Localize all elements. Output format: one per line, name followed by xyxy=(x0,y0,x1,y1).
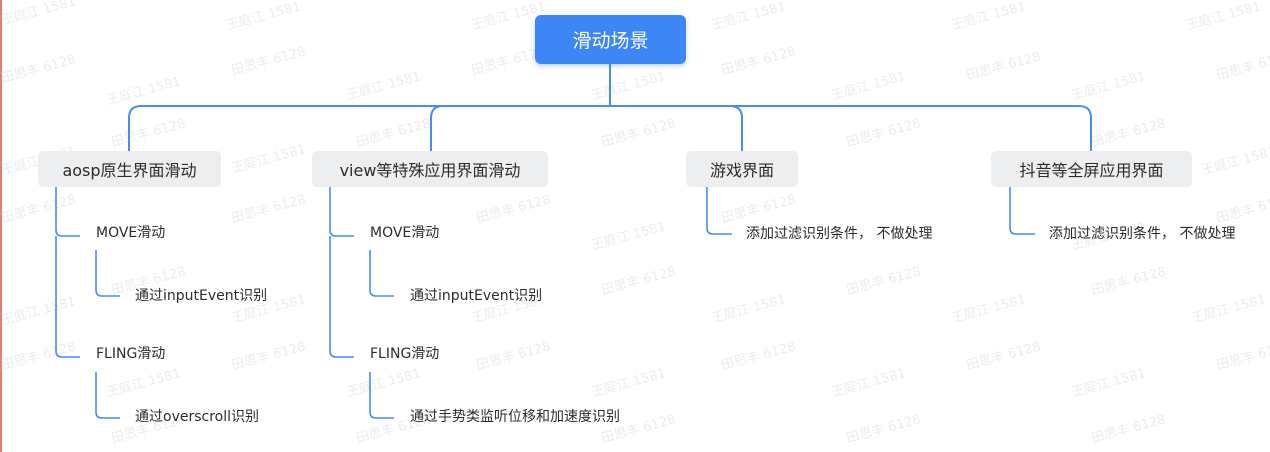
grandchild-connector xyxy=(95,372,120,419)
branch-label: view等特殊应用界面滑动 xyxy=(339,161,521,180)
child-connector xyxy=(329,236,354,358)
grandchild-node[interactable]: 通过inputEvent识别 xyxy=(135,288,268,304)
grandchild-connector xyxy=(95,250,120,297)
grandchild-node[interactable]: 通过手势类监听位移和加速度识别 xyxy=(410,409,620,425)
root-node[interactable]: 滑动场景 xyxy=(535,15,686,64)
grandchild-connector xyxy=(369,250,394,297)
branch-node-aosp[interactable]: aosp原生界面滑动 xyxy=(38,151,221,187)
child-connector xyxy=(55,187,80,237)
left-edge-line xyxy=(0,0,2,452)
child-node-move[interactable]: MOVE滑动 xyxy=(96,225,166,241)
child-node-move[interactable]: MOVE滑动 xyxy=(370,225,440,241)
child-connector xyxy=(55,236,80,358)
branch-connector xyxy=(729,105,743,151)
grandchild-node[interactable]: 通过inputEvent识别 xyxy=(410,288,543,304)
child-node-fling[interactable]: FLING滑动 xyxy=(96,346,166,362)
child-node-fling[interactable]: FLING滑动 xyxy=(370,346,440,362)
branch-node-fullscreen[interactable]: 抖音等全屏应用界面 xyxy=(991,151,1192,187)
root-label: 滑动场景 xyxy=(572,30,649,52)
branch-node-game[interactable]: 游戏界面 xyxy=(686,151,798,187)
branch-label: 抖音等全屏应用界面 xyxy=(1019,161,1164,180)
branch-label: aosp原生界面滑动 xyxy=(62,161,197,180)
branch-node-view[interactable]: view等特殊应用界面滑动 xyxy=(312,151,548,187)
child-connector xyxy=(329,187,354,237)
child-node-filter[interactable]: 添加过滤识别条件， 不做处理 xyxy=(1049,226,1236,242)
child-connector xyxy=(706,187,732,235)
child-node-filter[interactable]: 添加过滤识别条件， 不做处理 xyxy=(746,226,933,242)
grandchild-node[interactable]: 通过overscroll识别 xyxy=(135,409,260,425)
child-connector xyxy=(1009,187,1035,235)
grandchild-connector xyxy=(369,372,394,419)
bus-connector xyxy=(128,105,1092,151)
branch-label: 游戏界面 xyxy=(709,161,774,180)
branch-connector xyxy=(430,105,444,151)
